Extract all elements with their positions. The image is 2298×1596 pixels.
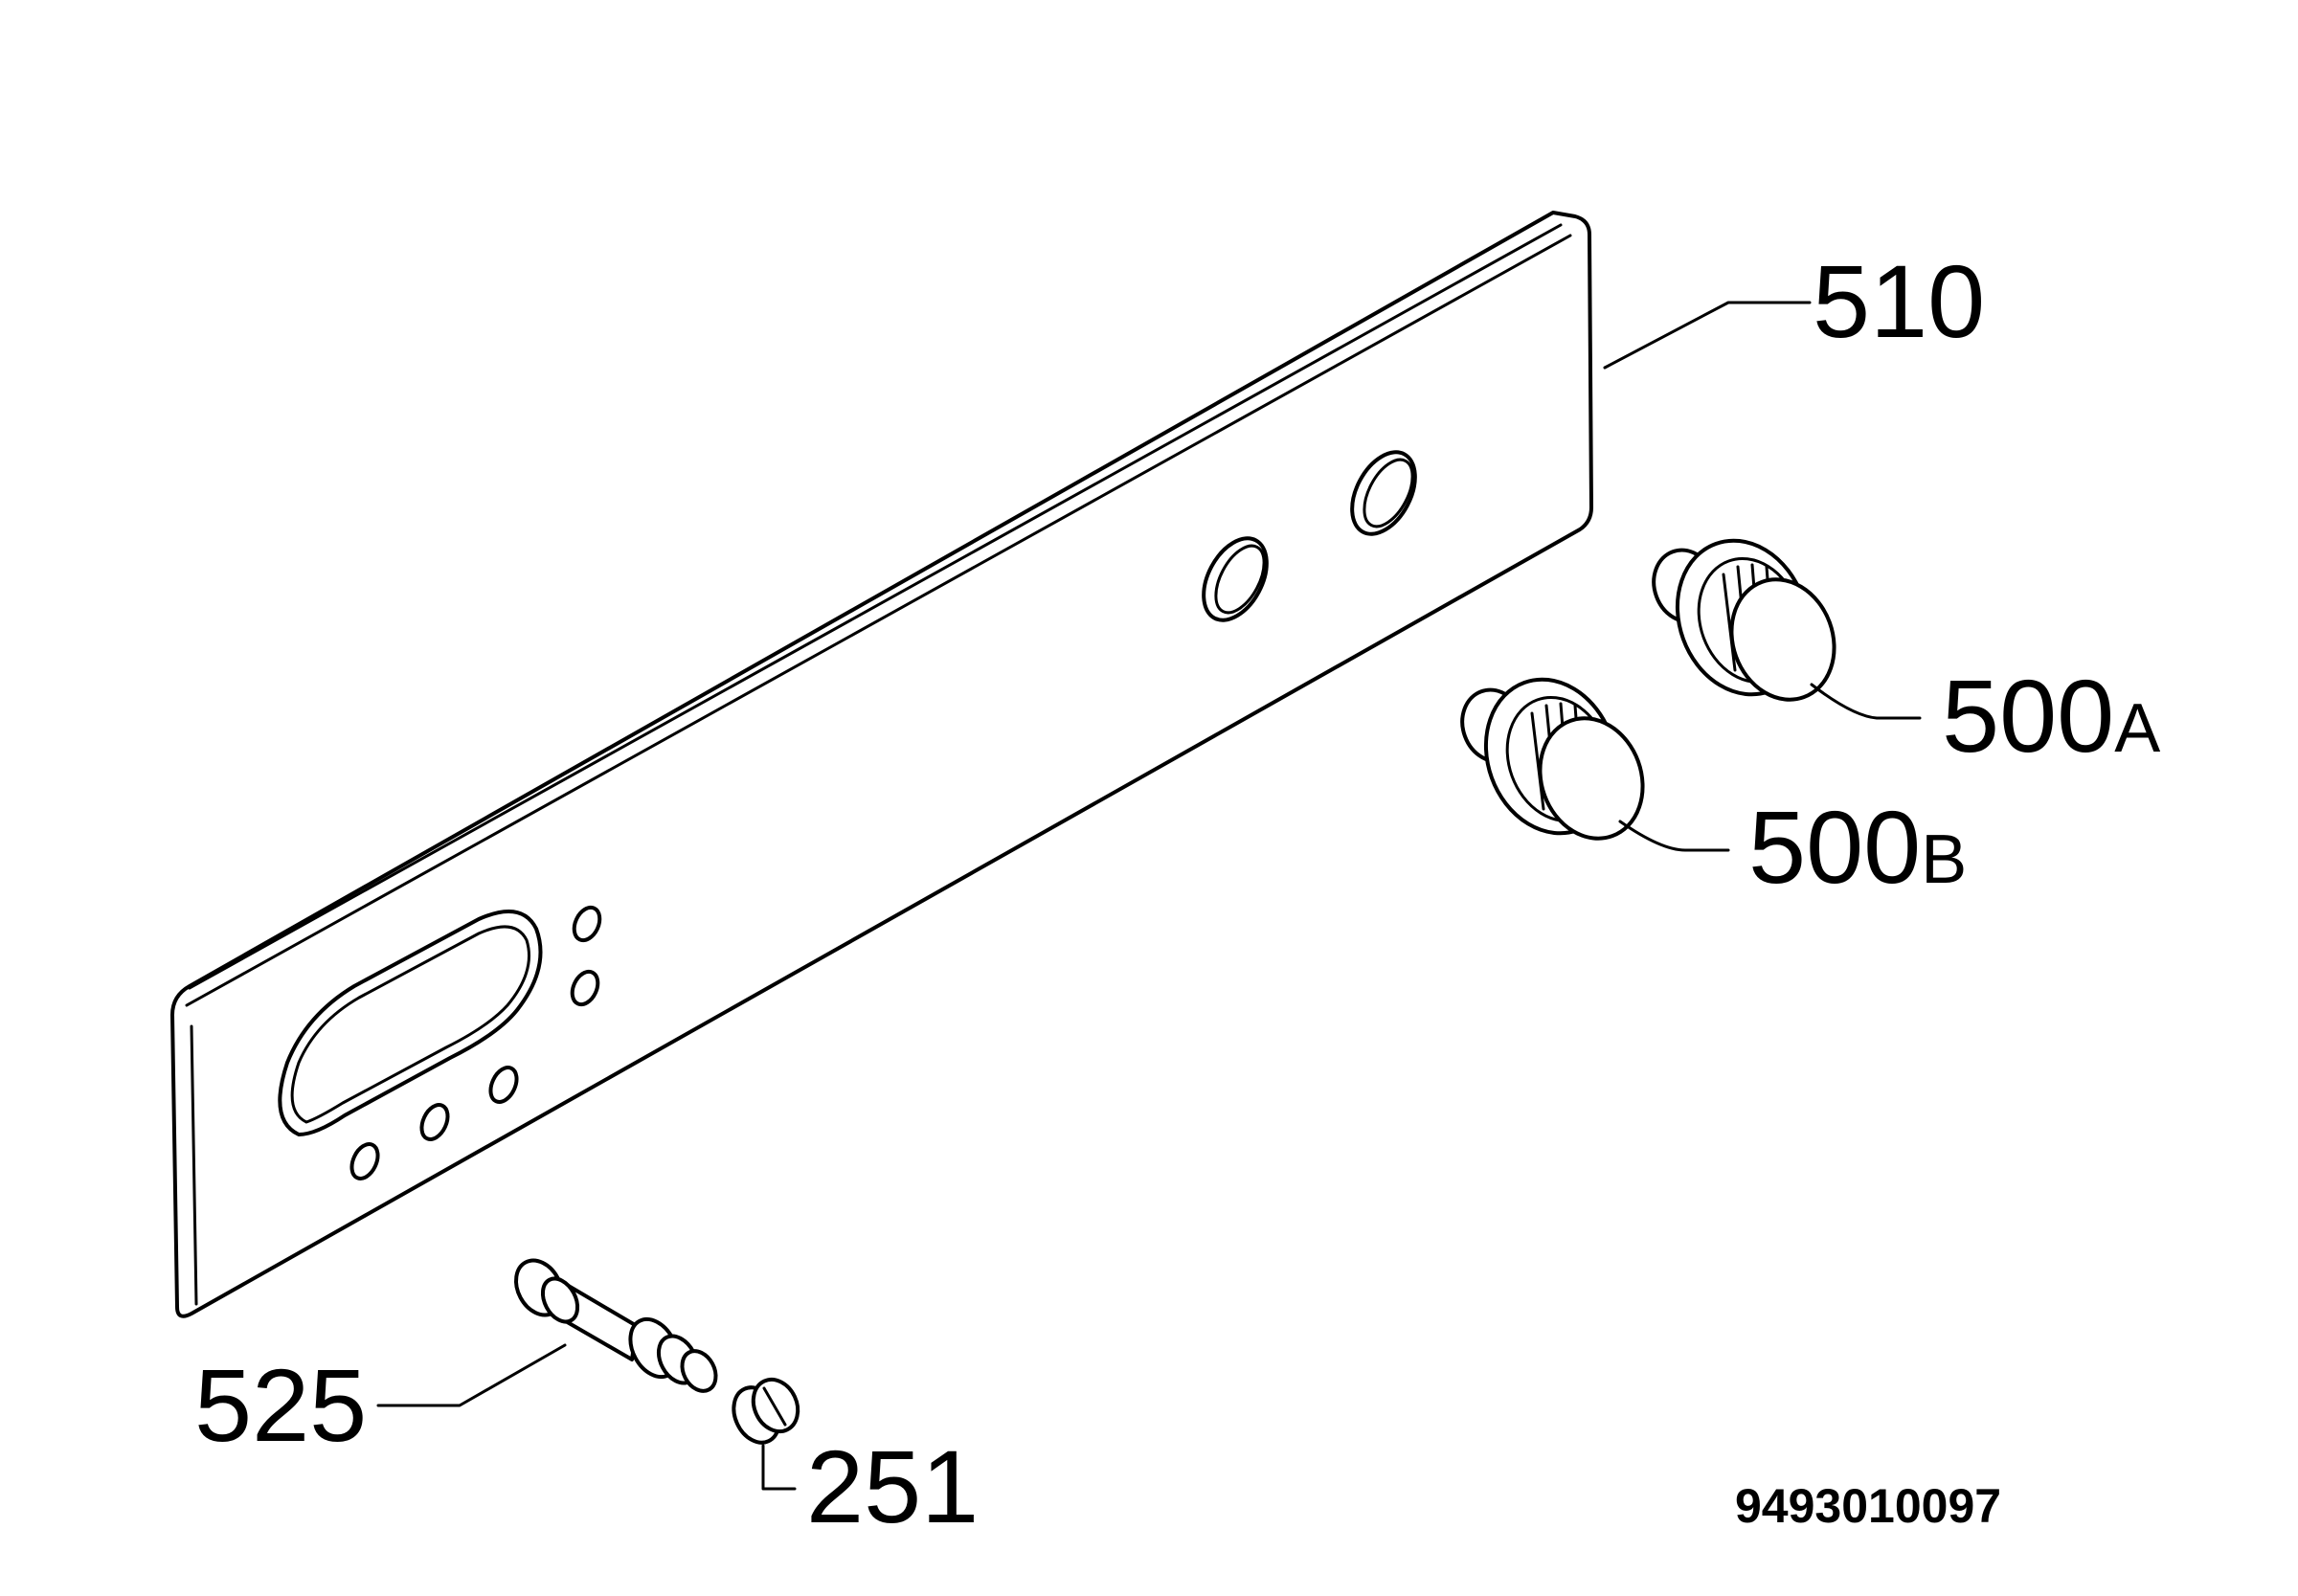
knob-500a [1652, 538, 1836, 702]
leader-line-510 [1603, 301, 1812, 370]
screw-251 [732, 1377, 800, 1445]
leader-line-525 [376, 1343, 567, 1407]
leader-line-500a [1810, 683, 1922, 720]
label-251: 251 [806, 1428, 979, 1544]
drawing-code: 9493010097 [1735, 1479, 2001, 1533]
label-525: 525 [194, 1347, 367, 1463]
label-500b: 500B [1748, 789, 1967, 905]
label-500a: 500A [1942, 658, 2160, 774]
control-panel-510 [170, 211, 1593, 1318]
label-510: 510 [1813, 243, 1985, 359]
shaft-525 [514, 1258, 718, 1393]
leader-line-500b [1618, 820, 1730, 852]
knob-500b [1460, 677, 1645, 841]
leader-line-251 [761, 1444, 797, 1491]
